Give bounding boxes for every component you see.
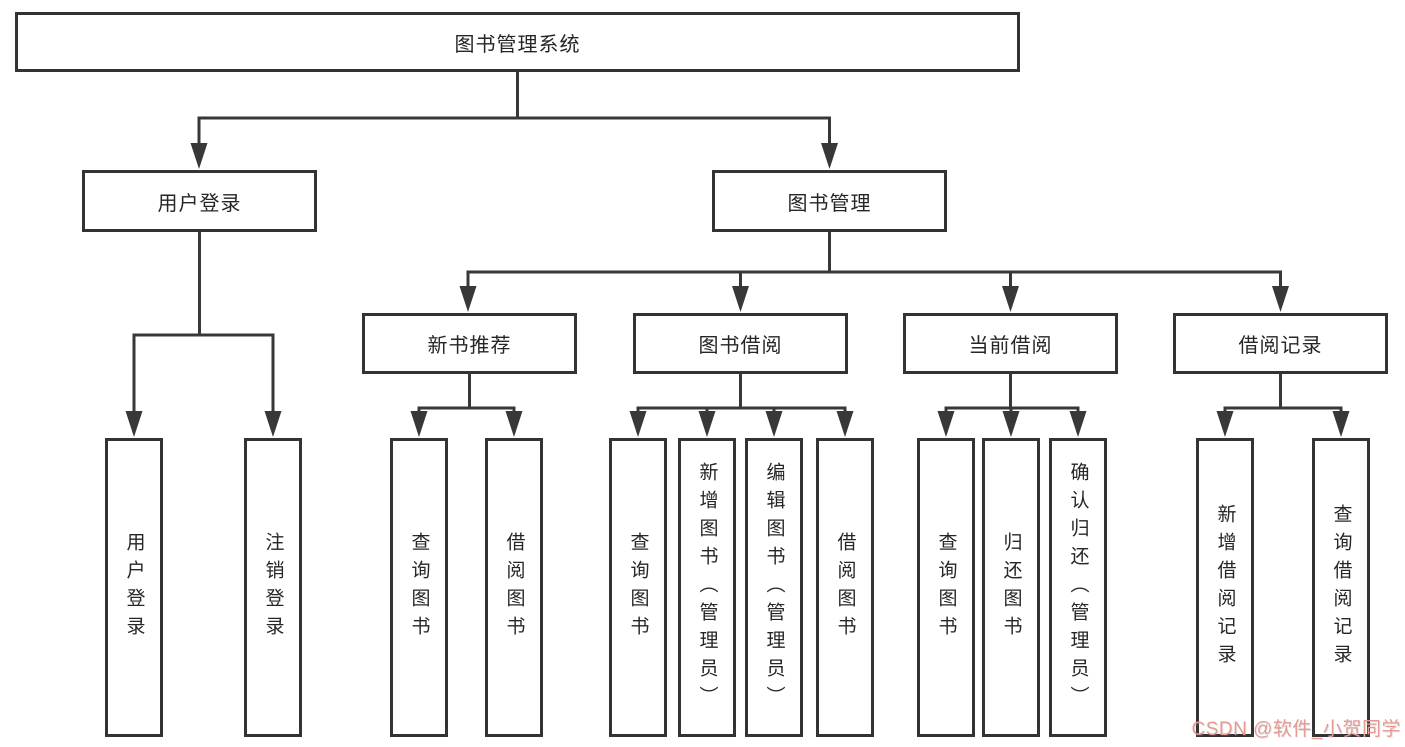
- arrowhead-leaf-add-record: [1216, 411, 1234, 437]
- arrowhead-borrowing-records: [1272, 286, 1289, 312]
- leaf-add-borrow-record: 新增借阅记录: [1196, 438, 1254, 737]
- arrowhead-leaf-return-books: [1002, 411, 1020, 437]
- leaf-label: 查询图书: [935, 531, 957, 644]
- leaf-borrow-books-1: 借阅图书: [485, 438, 543, 737]
- node-user-login: 用户登录: [82, 170, 317, 232]
- leaf-label: 新增借阅记录: [1214, 503, 1236, 672]
- node-label: 图书借阅: [698, 335, 783, 357]
- leaf-label: 新增图书（管理员）: [696, 461, 718, 714]
- leaf-query-borrow-record: 查询借阅记录: [1312, 438, 1370, 737]
- arrowhead-book-borrowing: [732, 286, 749, 312]
- leaf-query-books-3: 查询图书: [917, 438, 975, 737]
- csdn-watermark: CSDN @软件_小贺同学: [1191, 719, 1401, 740]
- node-library-management-system: 图书管理系统: [15, 12, 1020, 72]
- node-label: 图书管理系统: [454, 33, 581, 56]
- arrowhead-leaf-confirm-return: [1069, 411, 1087, 437]
- node-label: 当前借阅: [968, 335, 1053, 357]
- leaf-borrow-books-2: 借阅图书: [816, 438, 874, 737]
- node-label: 新书推荐: [427, 335, 512, 357]
- node-label: 图书管理: [787, 192, 872, 215]
- node-label: 用户登录: [157, 192, 242, 215]
- leaf-label: 注销登录: [262, 531, 284, 644]
- leaf-edit-books-admin: 编辑图书（管理员）: [745, 438, 803, 737]
- node-new-book-recommendation: 新书推荐: [362, 313, 577, 374]
- arrowhead-leaf-borrow-books-2: [836, 411, 854, 437]
- connector-book-borrowing-group: [636, 372, 847, 415]
- arrowhead-leaf-user-login: [125, 411, 143, 437]
- leaf-logout-login: 注销登录: [244, 438, 302, 737]
- leaf-label: 借阅图书: [503, 531, 525, 644]
- leaf-return-books: 归还图书: [982, 438, 1040, 737]
- leaf-label: 确认归还（管理员）: [1067, 461, 1089, 714]
- leaf-label: 查询图书: [408, 531, 430, 644]
- connector-new-book-group: [417, 372, 516, 415]
- leaf-label: 借阅图书: [834, 531, 856, 644]
- node-book-management: 图书管理: [712, 170, 947, 232]
- leaf-add-books-admin: 新增图书（管理员）: [678, 438, 736, 737]
- arrowhead-leaf-logout: [264, 411, 282, 437]
- leaf-query-books-1: 查询图书: [390, 438, 448, 737]
- connector-root-to-level1: [197, 70, 831, 146]
- arrowhead-leaf-query-books-1: [410, 411, 428, 437]
- arrowhead-book-management: [821, 143, 838, 169]
- leaf-label: 编辑图书（管理员）: [763, 461, 785, 714]
- arrowhead-leaf-add-books: [698, 411, 716, 437]
- arrowhead-leaf-edit-books: [765, 411, 783, 437]
- arrowhead-leaf-borrow-books-1: [505, 411, 523, 437]
- leaf-confirm-return-admin: 确认归还（管理员）: [1049, 438, 1107, 737]
- arrowhead-leaf-query-books-2: [629, 411, 647, 437]
- arrowhead-leaf-query-books-3: [937, 411, 955, 437]
- arrowhead-user-login: [190, 143, 208, 169]
- connector-book-management-group: [466, 230, 1282, 289]
- connector-user-login-group: [132, 230, 275, 415]
- leaf-label: 查询借阅记录: [1330, 503, 1352, 672]
- arrowhead-current-borrowing: [1002, 286, 1019, 312]
- leaf-label: 用户登录: [123, 531, 145, 644]
- leaf-label: 查询图书: [627, 531, 649, 644]
- node-label: 借阅记录: [1238, 335, 1323, 357]
- leaf-label: 归还图书: [1000, 531, 1022, 644]
- connector-borrowing-records-group: [1223, 372, 1343, 415]
- leaf-user-login: 用户登录: [105, 438, 163, 737]
- arrowhead-leaf-query-record: [1332, 411, 1350, 437]
- connector-current-borrowing-group: [944, 372, 1080, 415]
- node-current-borrowing: 当前借阅: [903, 313, 1118, 374]
- leaf-query-books-2: 查询图书: [609, 438, 667, 737]
- arrowhead-new-book-recommendation: [459, 286, 477, 312]
- node-borrowing-records: 借阅记录: [1173, 313, 1388, 374]
- node-book-borrowing: 图书借阅: [633, 313, 848, 374]
